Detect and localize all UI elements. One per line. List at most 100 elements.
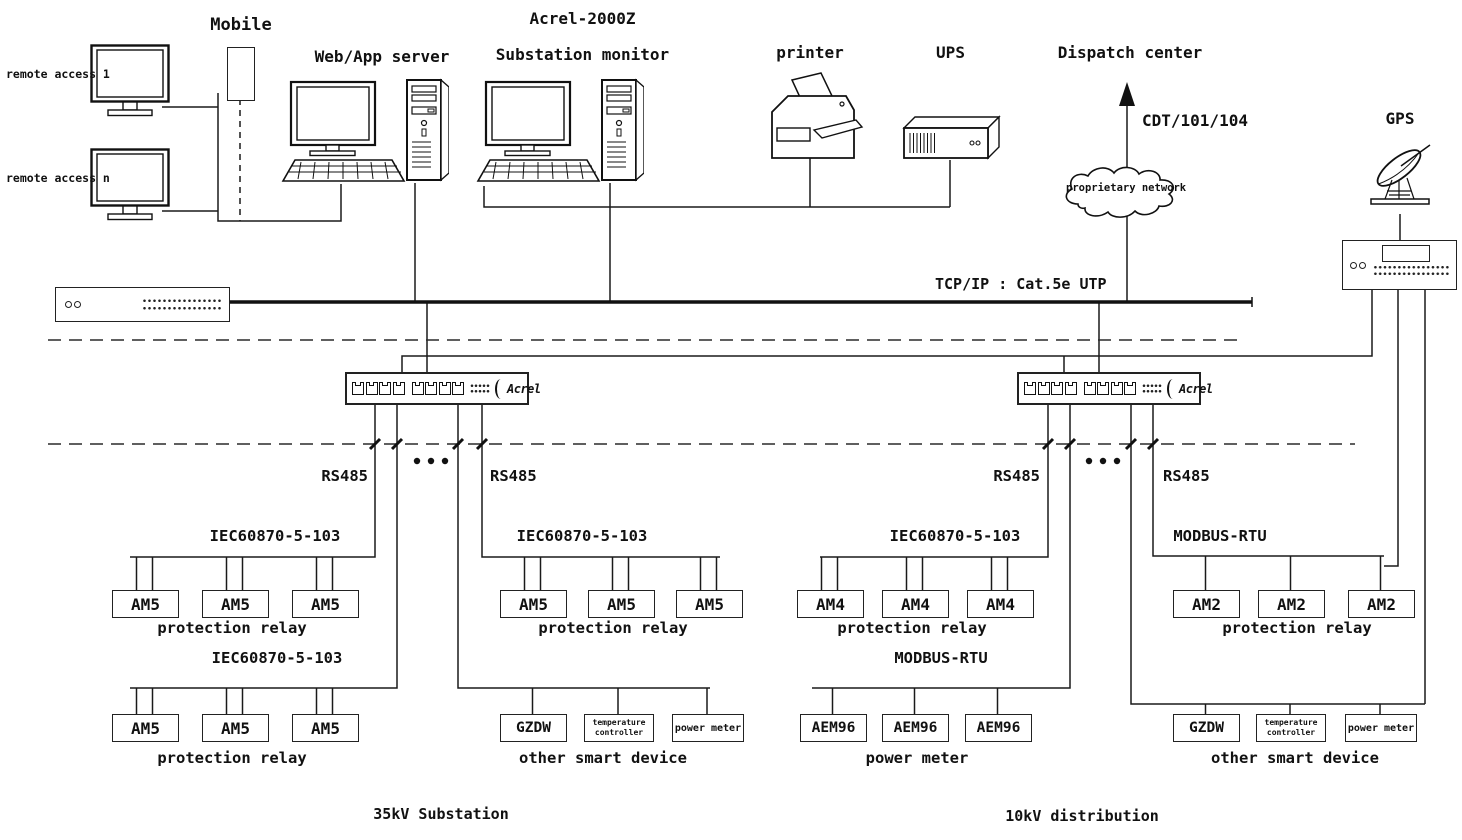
device-box-am2: AM2 bbox=[1348, 590, 1415, 618]
branch-r1 bbox=[820, 401, 1049, 590]
group-l3-caption: protection relay bbox=[157, 749, 307, 767]
switch-uplinks bbox=[426, 302, 1100, 372]
led-dots-icon bbox=[469, 383, 490, 394]
rj45-port-icon bbox=[1124, 381, 1136, 395]
switch-brand-text: Acrel bbox=[507, 381, 541, 396]
branch-l3 bbox=[130, 401, 398, 714]
rj45-port-icon bbox=[365, 381, 378, 395]
device-box-gzdw: GZDW bbox=[1173, 714, 1240, 742]
clock-indicator-lights bbox=[1350, 262, 1366, 269]
remote-monitor-1-icon bbox=[90, 44, 170, 122]
device-box-am4: AM4 bbox=[967, 590, 1034, 618]
group-r1-caption: protection relay bbox=[837, 619, 987, 637]
gps-label: GPS bbox=[1385, 109, 1415, 128]
device-box-aem96: AEM96 bbox=[800, 714, 867, 742]
rs485-label-left-b: RS485 bbox=[490, 467, 537, 485]
led-dots-icon bbox=[1141, 383, 1162, 394]
device-box-aem96: AEM96 bbox=[882, 714, 949, 742]
rj45-port-icon bbox=[1110, 381, 1123, 395]
device-box-aem96: AEM96 bbox=[965, 714, 1032, 742]
rj45-port-icon bbox=[1024, 381, 1036, 395]
group-l1-caption: protection relay bbox=[157, 619, 307, 637]
printer-icon bbox=[762, 70, 864, 172]
gps-dish-icon bbox=[1365, 142, 1439, 220]
group-l1-protocol: IEC60870-5-103 bbox=[209, 527, 341, 545]
device-box-am5: AM5 bbox=[500, 590, 567, 618]
rs485-label-left-a: RS485 bbox=[321, 467, 368, 485]
device-box-am2: AM2 bbox=[1258, 590, 1325, 618]
remote-monitor-n-icon bbox=[90, 148, 170, 226]
device-box-power-meter: power meter bbox=[672, 714, 744, 742]
group-r4-caption: other smart device bbox=[1211, 749, 1379, 767]
device-box-temperature-controller: temperature controller bbox=[1256, 714, 1326, 742]
device-box-temperature-controller: temperature controller bbox=[584, 714, 654, 742]
device-box-am5: AM5 bbox=[112, 714, 179, 742]
section-label-35kv: 35kV Substation bbox=[373, 805, 509, 823]
logo-arc-icon bbox=[495, 378, 507, 399]
ups-label: UPS bbox=[936, 43, 965, 62]
group-l4-caption: other smart device bbox=[519, 749, 687, 767]
branch-r4 bbox=[1130, 401, 1425, 714]
ups-icon bbox=[902, 112, 1004, 168]
mobile-phone-icon bbox=[227, 47, 255, 101]
rj45-port-icon bbox=[1064, 381, 1077, 395]
rj45-port-icon bbox=[1051, 381, 1063, 395]
acrel-logo: Acrel bbox=[1167, 378, 1213, 399]
web-app-server-icon bbox=[281, 78, 450, 188]
device-box-am5: AM5 bbox=[676, 590, 743, 618]
cdt-protocol-label: CDT/101/104 bbox=[1142, 111, 1248, 130]
mobile-label: Mobile bbox=[210, 15, 272, 35]
rj45-port-icon bbox=[452, 381, 464, 395]
substation-monitor-icon bbox=[476, 78, 645, 188]
rj45-port-icon bbox=[1037, 381, 1050, 395]
gps-clock-device bbox=[1342, 240, 1457, 290]
dispatch-center-label: Dispatch center bbox=[1057, 43, 1203, 62]
rj45-port-icon bbox=[1097, 381, 1109, 395]
device-box-am5: AM5 bbox=[588, 590, 655, 618]
branch-r2 bbox=[1152, 401, 1384, 590]
group-r2-caption: protection relay bbox=[1222, 619, 1372, 637]
rj45-port-icon bbox=[1083, 381, 1096, 395]
rack-ports bbox=[142, 297, 222, 312]
gps-sync-line bbox=[401, 288, 1373, 372]
clock-ports bbox=[1373, 264, 1449, 277]
gps-serial-line-2 bbox=[1384, 288, 1399, 567]
remote-access-1-label: remote access 1 bbox=[6, 67, 110, 81]
device-box-am4: AM4 bbox=[797, 590, 864, 618]
acrel-logo: Acrel bbox=[495, 378, 541, 399]
rj45-port-icon bbox=[411, 381, 424, 395]
switch-brand-text: Acrel bbox=[1179, 381, 1213, 396]
branch-l2 bbox=[481, 401, 720, 590]
printer-label: printer bbox=[776, 43, 844, 62]
branch-l4 bbox=[457, 401, 710, 714]
peripheral-links bbox=[483, 156, 951, 208]
remote-access-n-label: remote access n bbox=[6, 171, 110, 185]
group-r1-protocol: IEC60870-5-103 bbox=[889, 527, 1021, 545]
rj45-port-icon bbox=[425, 381, 437, 395]
device-box-am5: AM5 bbox=[292, 714, 359, 742]
rj45-port-icon bbox=[379, 381, 391, 395]
wire-cross-ticks bbox=[368, 437, 1160, 451]
device-box-am5: AM5 bbox=[202, 714, 269, 742]
switch-right: Acrel bbox=[1017, 372, 1213, 405]
device-box-am2: AM2 bbox=[1173, 590, 1240, 618]
substation-monitor-label-1: Acrel-2000Z bbox=[529, 9, 636, 28]
proprietary-network-cloud bbox=[1060, 164, 1190, 224]
substation-monitor-label-2: Substation monitor bbox=[495, 45, 670, 64]
device-box-gzdw: GZDW bbox=[500, 714, 567, 742]
group-r3-protocol: MODBUS-RTU bbox=[894, 649, 988, 667]
logo-arc-icon bbox=[1167, 378, 1179, 399]
dispatch-arrowhead bbox=[1119, 82, 1135, 106]
switch-left: Acrel bbox=[345, 372, 541, 405]
rack-indicator-lights bbox=[65, 301, 81, 308]
group-l3-protocol: IEC60870-5-103 bbox=[211, 649, 343, 667]
web-app-server-label: Web/App server bbox=[314, 47, 450, 66]
rj45-port-icon bbox=[392, 381, 405, 395]
rj45-port-icon bbox=[438, 381, 451, 395]
device-box-power-meter: power meter bbox=[1345, 714, 1417, 742]
group-l2-protocol: IEC60870-5-103 bbox=[516, 527, 648, 545]
rj45-port-icon bbox=[352, 381, 364, 395]
remote-access-links bbox=[162, 93, 342, 222]
